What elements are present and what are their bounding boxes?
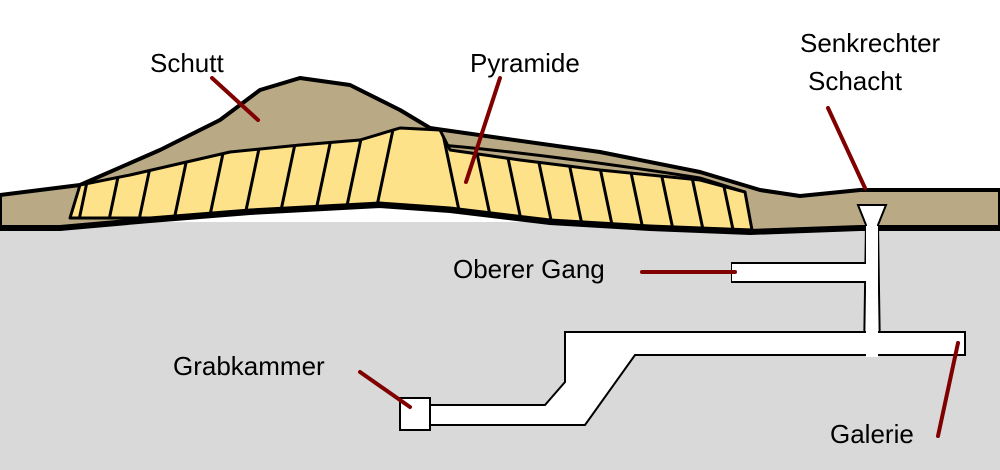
ground-surface-line bbox=[0, 201, 1000, 236]
label-galerie: Galerie bbox=[830, 419, 914, 449]
label-schacht: Schacht bbox=[808, 66, 903, 96]
schacht-leader bbox=[826, 106, 867, 190]
schutt-leader bbox=[210, 76, 260, 122]
pyramide-leader bbox=[464, 76, 502, 184]
label-pyramide: Pyramide bbox=[470, 48, 580, 78]
lower-passage bbox=[429, 331, 966, 426]
leader-lines bbox=[210, 76, 960, 438]
label-senkrechter: Senkrechter bbox=[800, 28, 941, 58]
label-grabkammer: Grabkammer bbox=[173, 351, 325, 381]
rubble-inner-line bbox=[439, 143, 746, 194]
galerie-leader bbox=[936, 341, 960, 438]
label-schutt: Schutt bbox=[150, 48, 224, 78]
grabkammer-leader bbox=[358, 370, 412, 409]
label-oberer-gang: Oberer Gang bbox=[453, 254, 605, 284]
